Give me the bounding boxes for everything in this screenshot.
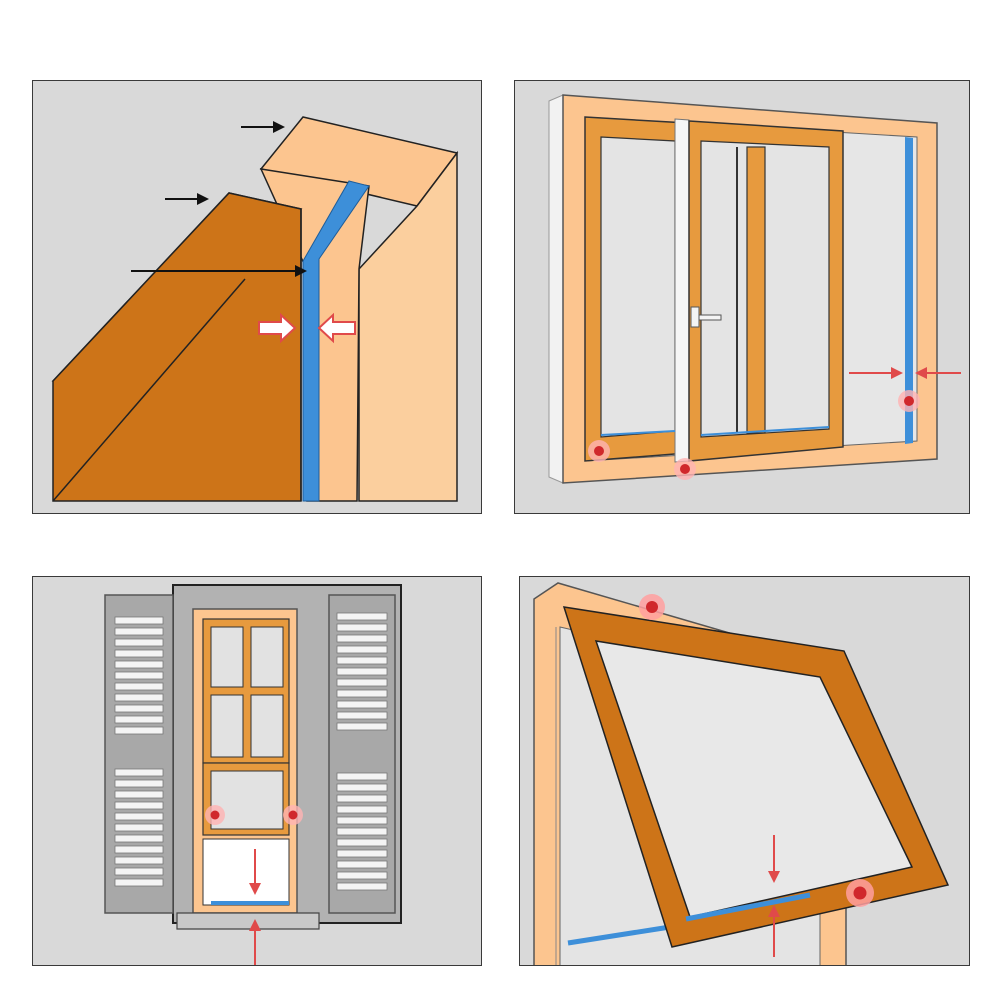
seal-marker-dot: [283, 805, 303, 825]
door-seal-illustration: [51, 116, 459, 502]
seal-tape-right: [905, 137, 913, 444]
seal-marker-dot: [588, 440, 610, 462]
red-arrow-down: [249, 849, 261, 895]
red-arrow-left: [258, 312, 297, 344]
bottom-seal-right: [700, 426, 830, 436]
black-arrow-top: [241, 121, 285, 133]
panel-awning-window-seal: [519, 576, 970, 966]
right-shutter-louvers-bottom: [336, 772, 388, 891]
right-shutter-louvers-top: [336, 612, 388, 731]
shutter-window-illustration: [104, 584, 402, 965]
seal-tape: [302, 180, 370, 502]
red-arrow-down: [768, 835, 780, 883]
handle-icon: [690, 306, 722, 328]
left-shutter-louvers-bottom: [114, 768, 164, 887]
black-arrow-seal: [131, 265, 307, 277]
red-arrow-up: [249, 919, 261, 965]
red-arrow-right: [317, 312, 356, 344]
door-leaf-front: [52, 192, 302, 502]
seal-marker-dot: [898, 390, 920, 412]
seal-marker-dot: [205, 805, 225, 825]
sliding-window-illustration: [548, 94, 961, 484]
seal-marker-dot: [639, 594, 665, 620]
sash-seal-tape: [685, 892, 811, 922]
red-arrow-left: [849, 367, 903, 379]
panel-sliding-window-seal: [514, 80, 970, 514]
right-sash-mullion: [746, 146, 766, 434]
bottom-seal-left: [600, 430, 676, 436]
panel-shuttered-window-seal: [32, 576, 482, 966]
sash-glass: [594, 640, 914, 918]
panel-door-frame-seal: [32, 80, 482, 514]
awning-window-illustration: [533, 582, 950, 965]
open-gap: [202, 838, 290, 906]
black-arrow-middle: [165, 193, 209, 205]
red-arrow-right: [915, 367, 961, 379]
wall-edge: [548, 94, 564, 484]
sash-divider: [674, 118, 690, 463]
seal-marker-dot: [846, 879, 874, 907]
left-sash-glass: [600, 136, 676, 438]
seal-marker-dot: [674, 458, 696, 480]
door-leaf-edge: [52, 278, 246, 502]
frame-seal-tape: [567, 924, 671, 946]
red-arrow-up: [768, 905, 780, 957]
frame-front-face: [358, 150, 458, 502]
left-shutter-louvers-top: [114, 616, 164, 735]
window-sill: [176, 912, 320, 930]
